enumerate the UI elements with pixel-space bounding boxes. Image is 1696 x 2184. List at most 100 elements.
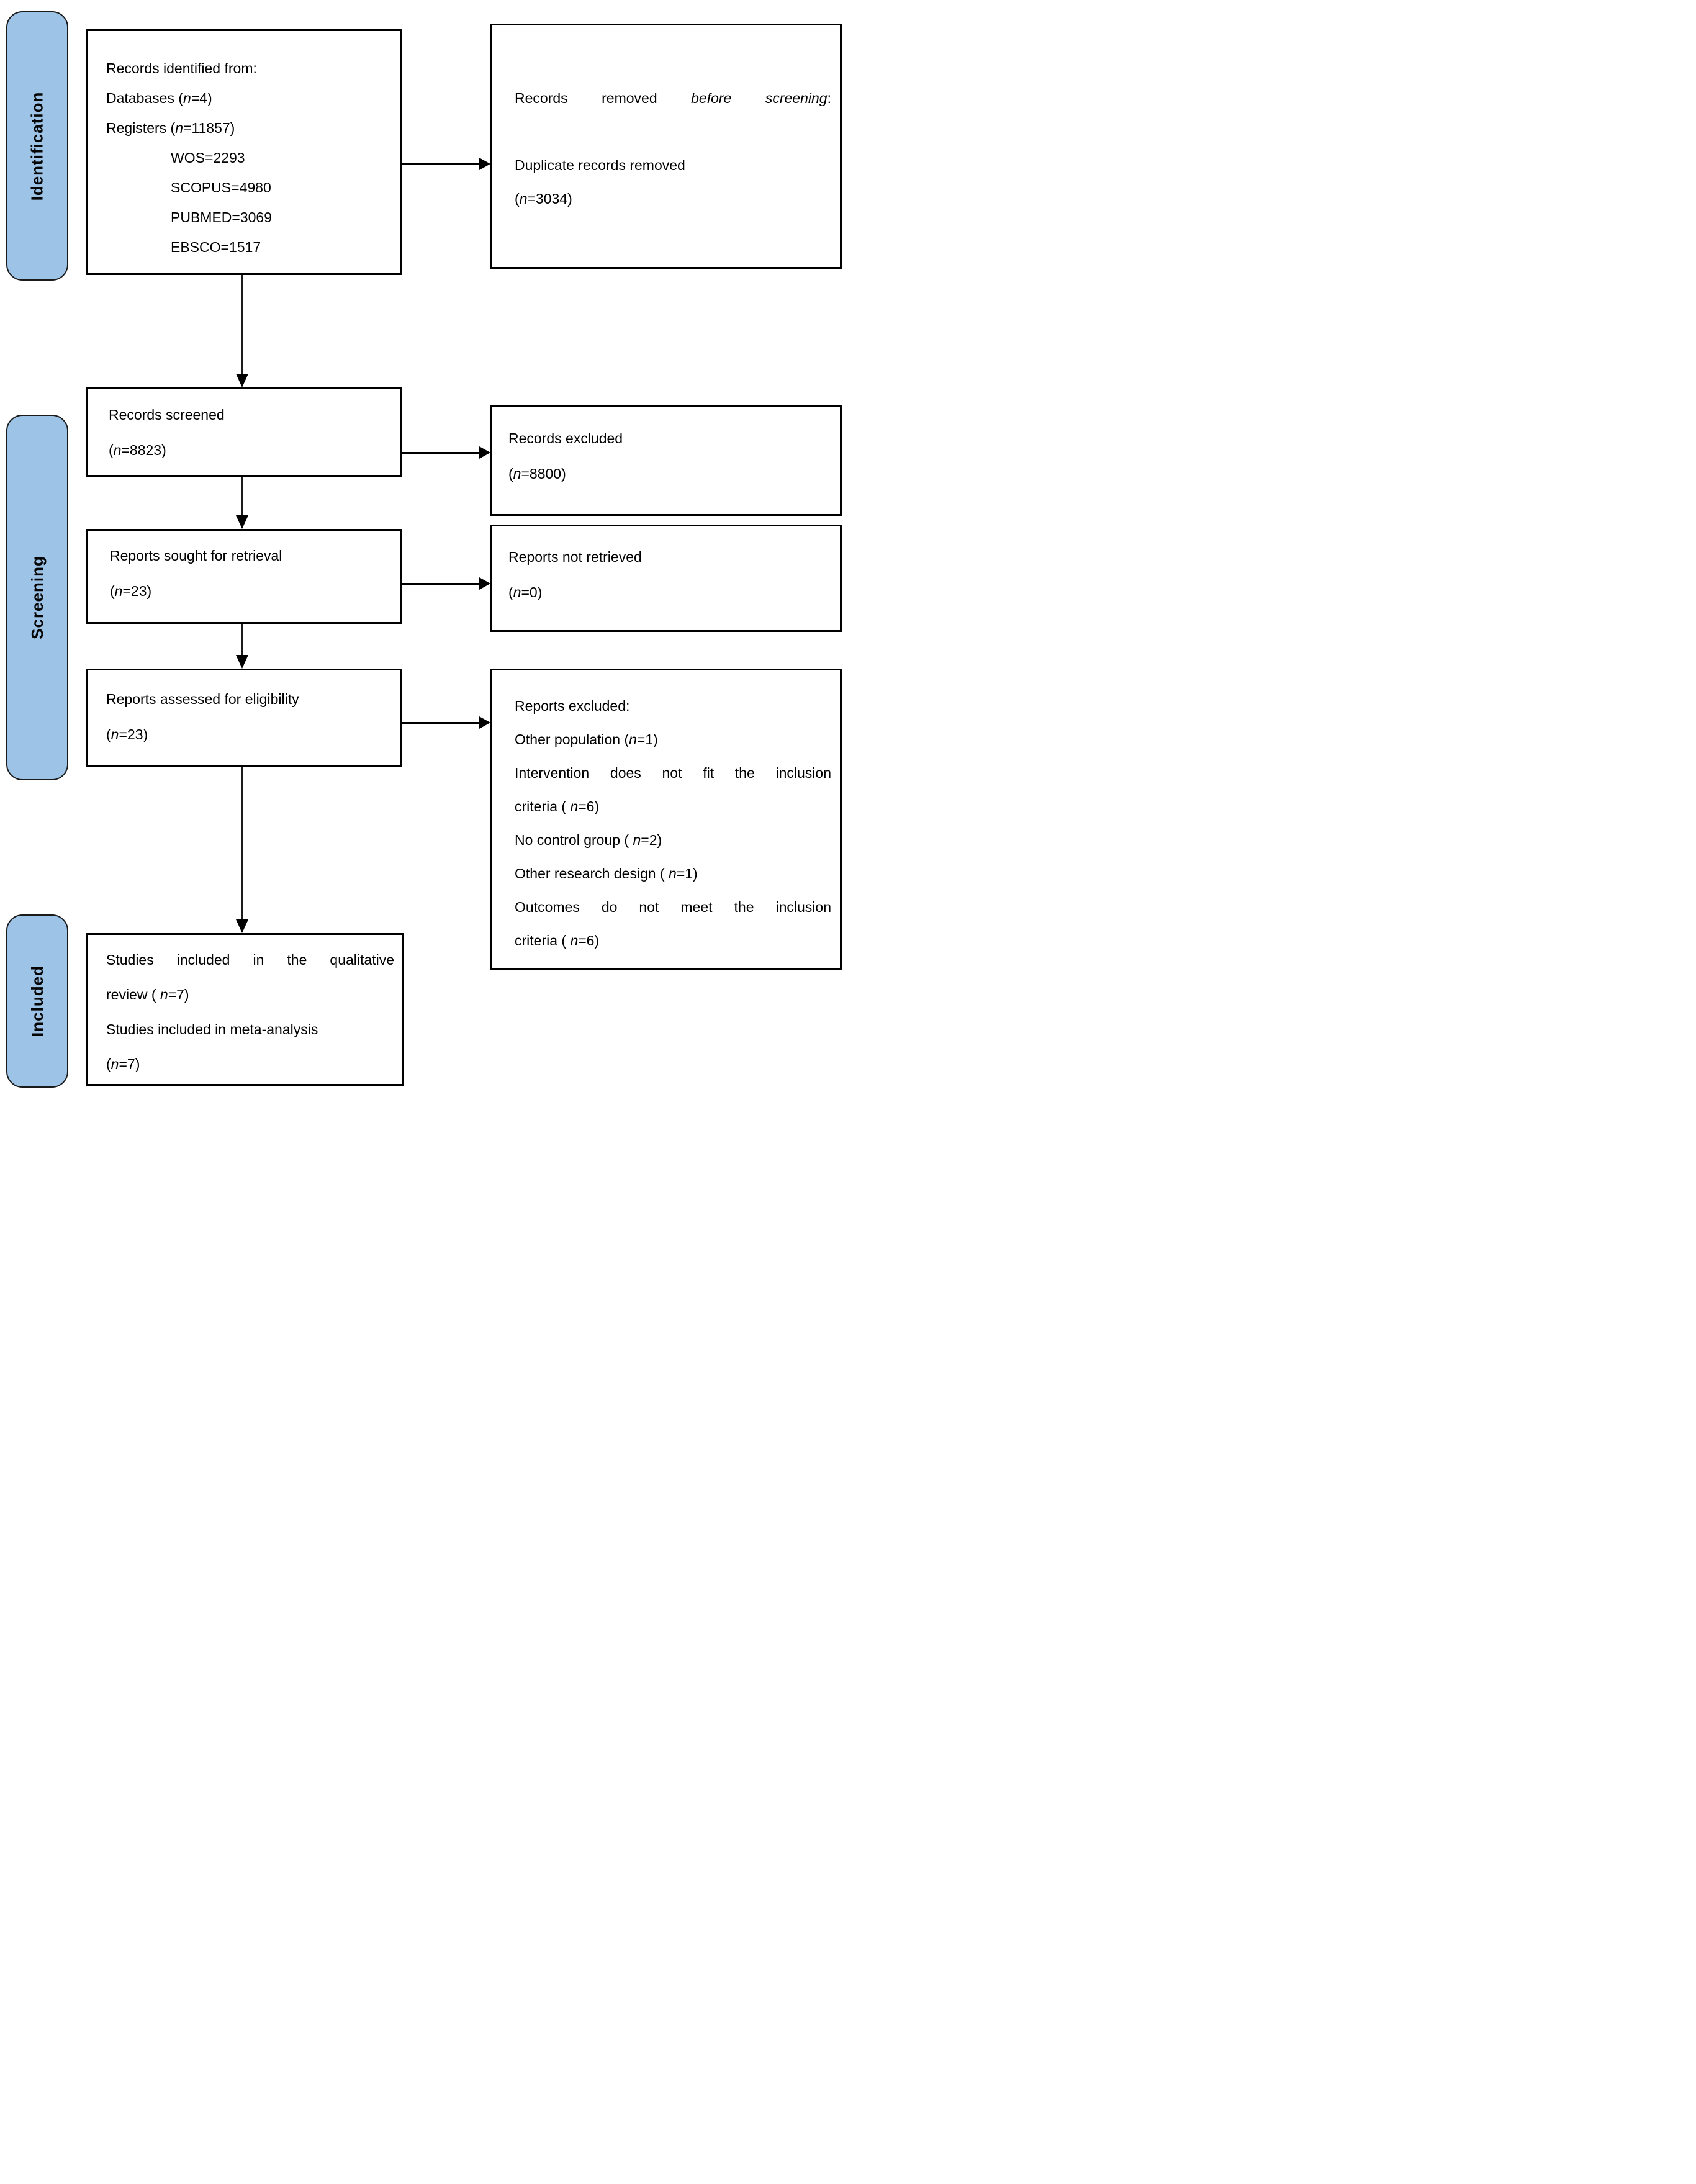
duplicate-count-pre: ( [515,191,520,207]
records-excluded-count: (n=8800) [508,456,831,492]
arrow-shaft [241,275,243,376]
arrow-down-icon [236,655,248,669]
arrow-right-icon [479,446,490,459]
arrow-down-icon [236,374,248,387]
reports-not-retrieved-count-post: =0) [521,584,543,600]
duplicate-count-post: =3034) [527,191,572,207]
n-symbol: n [570,932,579,949]
reports-sought-count-post: =23) [122,583,152,599]
arrow-right-icon [479,158,490,170]
arrow-shaft [241,624,243,656]
arrow-right-icon [479,716,490,729]
arrow-right-icon [479,577,490,590]
n-symbol: n [111,1056,119,1072]
arrow-down-icon [236,919,248,933]
reports-assessed-count-pre: ( [106,726,111,742]
registers-count-pre: Registers ( [106,120,176,136]
n-symbol: n [175,120,183,136]
before-screening-italic: before screening [691,90,828,106]
meta-analysis-count-post: =7) [119,1056,140,1072]
meta-analysis-count-pre: ( [106,1056,111,1072]
arrow-shaft [402,452,479,454]
outcomes-criteria-post: =6) [578,932,600,949]
n-symbol: n [183,90,191,106]
n-symbol: n [633,832,641,848]
no-control-group-post: =2) [641,832,662,848]
stage-identification-text: Identification [27,91,47,201]
reports-assessed-count-post: =23) [119,726,148,742]
reports-not-retrieved-count-pre: ( [508,584,513,600]
box-reports-sought: Reports sought for retrieval (n=23) [86,529,402,624]
spacer [515,115,831,148]
records-screened-count-post: =8823) [121,442,166,458]
qualitative-review-line-1: Studies included in the qualitative [106,952,394,968]
stage-label-identification: Identification [6,11,68,281]
records-removed-post: : [827,90,831,106]
registers-count-post: =11857) [183,120,235,136]
n-symbol: n [519,191,528,207]
qualitative-review-pre: review ( [106,986,160,1003]
scopus-count: SCOPUS=4980 [171,179,271,196]
box-records-identified: Records identified from: Databases (n=4)… [86,29,402,275]
box-records-excluded: Records excluded (n=8800) [490,405,842,516]
duplicate-records-line: Duplicate records removed [515,157,685,173]
other-population-line: Other population (n=1) [515,723,831,756]
reports-sought-label: Reports sought for retrieval [110,548,282,564]
n-symbol: n [513,584,521,600]
reports-assessed-count: (n=23) [106,717,394,752]
qualitative-review-line-2: review ( n=7) [106,977,394,1012]
databases-count-pre: Databases ( [106,90,184,106]
reports-not-retrieved-label: Reports not retrieved [508,549,642,565]
other-research-design-pre: Other research design ( [515,865,669,882]
reports-not-retrieved-count: (n=0) [508,575,831,610]
reports-assessed-label: Reports assessed for eligibility [106,691,299,707]
prisma-flow-diagram: Identification Screening Included Record… [0,0,848,1092]
ebsco-count: EBSCO=1517 [171,239,261,255]
intervention-criteria-pre: criteria ( [515,798,571,814]
outcomes-line-1: Outcomes do not meet the inclusion [515,899,831,915]
databases-count-post: =4) [191,90,212,106]
arrow-down-icon [236,515,248,529]
arrow-shaft [402,583,479,585]
box-reports-assessed: Reports assessed for eligibility (n=23) [86,669,402,767]
databases-count: Databases (n=4) [106,83,394,113]
intervention-line-2: criteria ( n=6) [515,790,831,823]
other-population-post: =1) [636,731,658,747]
records-screened-count: (n=8823) [109,433,394,468]
other-research-design-post: =1) [676,865,698,882]
pubmed-count: PUBMED=3069 [171,209,272,225]
other-research-design-line: Other research design ( n=1) [515,857,831,890]
stage-screening-text: Screening [27,556,47,639]
records-screened-count-pre: ( [109,442,114,458]
arrow-shaft [241,477,243,516]
meta-analysis-count: (n=7) [106,1047,394,1081]
box-records-screened: Records screened (n=8823) [86,387,402,477]
n-symbol: n [160,986,168,1003]
n-symbol: n [570,798,579,814]
box-records-removed: Records removed before screening: Duplic… [490,24,842,269]
qualitative-review-post: =7) [168,986,189,1003]
stage-label-included: Included [6,914,68,1088]
reports-excluded-title: Reports excluded: [515,698,630,714]
wos-count: WOS=2293 [171,150,245,166]
reports-sought-count: (n=23) [110,574,394,609]
intervention-line-1: Intervention does not fit the inclusion [515,765,831,781]
n-symbol: n [513,466,521,482]
registers-count: Registers (n=11857) [106,113,394,143]
stage-included-text: Included [27,965,47,1037]
n-symbol: n [114,583,123,599]
records-excluded-count-post: =8800) [521,466,566,482]
records-removed-title: Records removed before screening: [515,81,831,115]
other-population-pre: Other population ( [515,731,629,747]
n-symbol: n [629,731,637,747]
arrow-shaft [241,767,243,920]
records-removed-pre: Records removed [515,90,692,106]
intervention-criteria-post: =6) [578,798,600,814]
reports-sought-count-pre: ( [110,583,115,599]
box-reports-not-retrieved: Reports not retrieved (n=0) [490,525,842,632]
stage-label-screening: Screening [6,415,68,780]
records-excluded-label: Records excluded [508,430,623,446]
no-control-group-pre: No control group ( [515,832,633,848]
meta-analysis-line: Studies included in meta-analysis [106,1021,318,1037]
n-symbol: n [669,865,677,882]
